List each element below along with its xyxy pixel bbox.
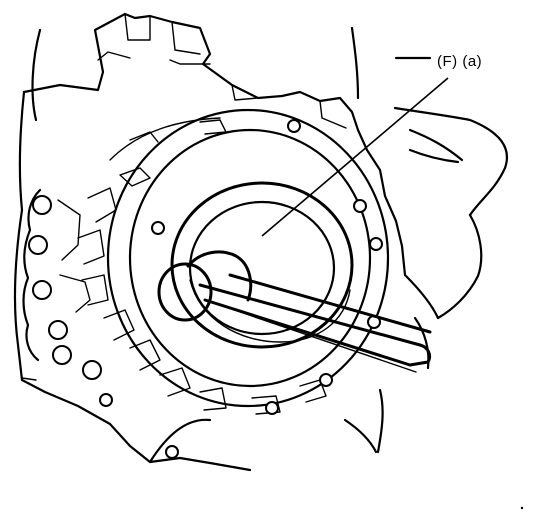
callout-label: (F) (a) (437, 53, 483, 70)
oil-pump-housing (77, 108, 390, 459)
left-flange (21, 188, 102, 381)
corner-dot (520, 506, 524, 510)
pump-bore (170, 181, 354, 349)
transmission-case (13, 12, 508, 472)
callout-leader-line (261, 77, 449, 237)
special-tool (157, 250, 432, 373)
